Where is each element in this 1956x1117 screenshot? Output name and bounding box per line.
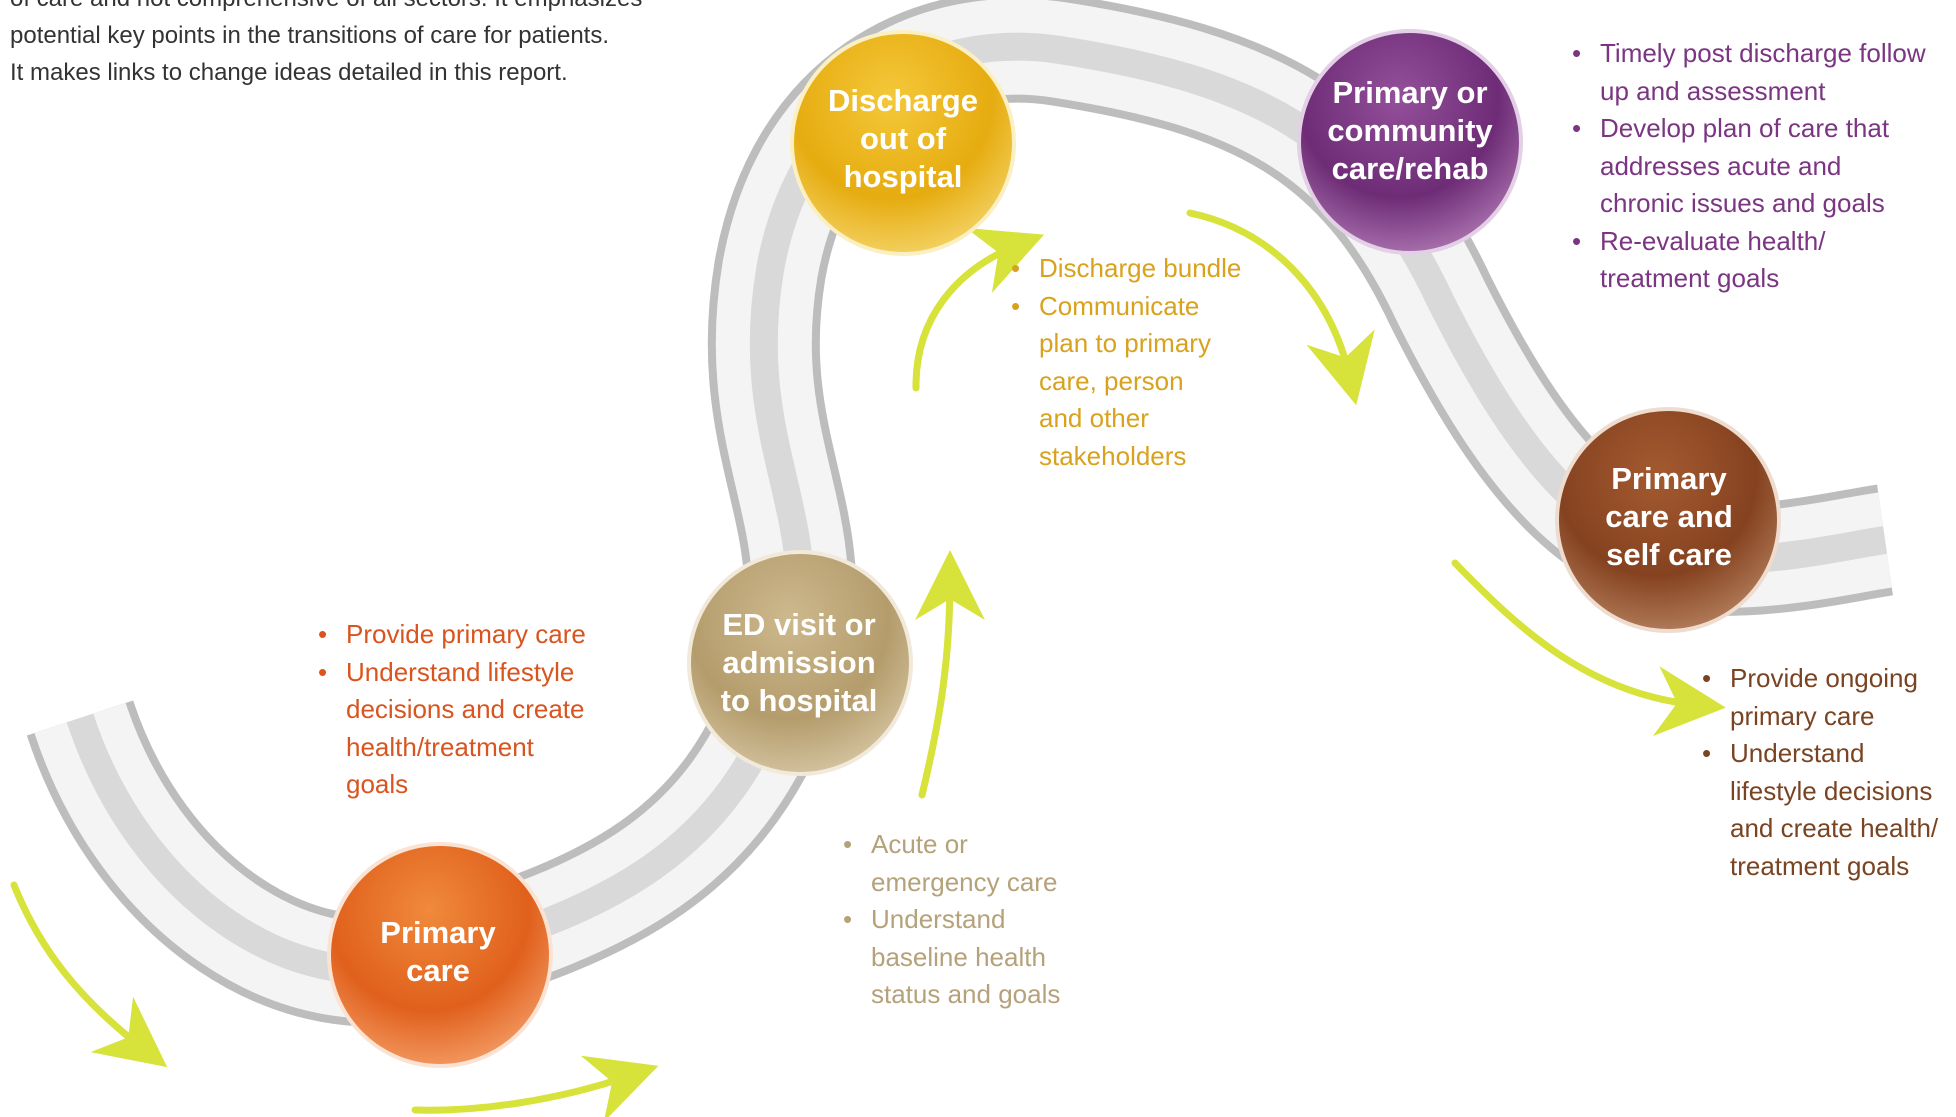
- intro-line: of care and not comprehensive of all sec…: [10, 0, 730, 17]
- bullet-line: treatment goals: [1730, 850, 1910, 881]
- bullet-item: Discharge bundle: [1011, 250, 1241, 288]
- bullet-line: Develop plan of care that: [1600, 113, 1890, 143]
- node-label-line: Discharge: [828, 83, 978, 118]
- node-circle-self-care: [1555, 407, 1781, 633]
- node-label-line: admission: [722, 645, 876, 680]
- bullet-line: and create health/: [1730, 813, 1939, 843]
- intro-text: of care and not comprehensive of all sec…: [10, 0, 730, 91]
- node-label-line: Primary: [1611, 461, 1727, 496]
- node-label-line: out of: [859, 121, 947, 156]
- bullet-line: Timely post discharge follow: [1600, 38, 1926, 68]
- bullet-line: chronic issues and goals: [1600, 188, 1885, 218]
- bullet-item: Understand baseline health status and go…: [843, 901, 1060, 1014]
- bullet-item: Timely post discharge follow up and asse…: [1572, 35, 1926, 110]
- node-label-line: hospital: [843, 159, 963, 194]
- bullet-line: addresses acute and: [1600, 150, 1842, 181]
- bullet-line: Re-evaluate health/: [1600, 225, 1826, 256]
- node-label-line: care: [406, 953, 470, 988]
- intro-line: potential key points in the transitions …: [10, 22, 610, 49]
- node-label-line: ED visit or: [722, 607, 876, 642]
- node-label-ed-visit: ED visit or admission to hospital: [721, 606, 878, 720]
- bullet-line: lifestyle decisions: [1730, 775, 1933, 806]
- bullet-line: stakeholders: [1039, 440, 1187, 471]
- bullet-line: health/treatment: [346, 731, 534, 762]
- bullet-line: Provide ongoing: [1730, 663, 1918, 693]
- bullet-line: and other: [1039, 403, 1149, 433]
- bullet-item: Develop plan of care that addresses acut…: [1572, 110, 1926, 223]
- bullet-item: Acute or emergency care: [843, 826, 1060, 901]
- bullet-line: plan to primary: [1039, 328, 1211, 358]
- bullet-line: Understand: [871, 904, 1006, 934]
- bullet-line: baseline health: [871, 941, 1046, 972]
- bullet-line: goals: [346, 769, 409, 799]
- bullet-list-ed-visit: Acute or emergency care Understand basel…: [843, 826, 1060, 1014]
- bullet-line: emergency care: [871, 866, 1058, 897]
- flow-arrow: [914, 550, 985, 799]
- bullet-list-community-care: Timely post discharge follow up and asse…: [1572, 35, 1926, 298]
- flow-arrow: [1186, 209, 1375, 406]
- care-nodes: [327, 29, 1781, 1068]
- bullet-line: care, person: [1039, 365, 1184, 396]
- node-circle-community-care: [1297, 29, 1523, 255]
- bullet-line: primary care: [1730, 700, 1875, 731]
- bullet-line: status and goals: [871, 979, 1061, 1009]
- node-label-self-care: Primary care and self care: [1605, 460, 1733, 574]
- bullet-line: decisions and create: [346, 694, 585, 724]
- flow-arrow: [1451, 559, 1726, 736]
- bullet-item: Provide primary care: [318, 616, 586, 654]
- bullet-line: treatment goals: [1600, 263, 1780, 293]
- bullet-list-discharge: Discharge bundle Communicate plan to pri…: [1011, 250, 1241, 475]
- node-label-primary-care: Primary care: [380, 914, 495, 990]
- flow-arrow: [411, 1055, 659, 1117]
- bullet-list-primary-care: Provide primary care Understand lifestyl…: [318, 616, 586, 804]
- bullet-item: Communicate plan to primary care, person…: [1011, 288, 1241, 476]
- bullet-item: Provide ongoing primary care: [1702, 660, 1938, 735]
- node-label-line: community: [1327, 113, 1493, 148]
- node-label-community-care: Primary or community care/rehab: [1327, 74, 1492, 188]
- bullet-line: Acute or: [871, 829, 968, 859]
- node-label-discharge: Discharge out of hospital: [828, 82, 978, 196]
- flow-arrow: [912, 227, 1045, 392]
- flow-arrows: [10, 209, 1726, 1117]
- node-label-line: care and: [1605, 499, 1733, 534]
- bullet-line: up and assessment: [1600, 75, 1826, 106]
- flow-arrow: [10, 881, 168, 1068]
- intro-line: It makes links to change ideas detailed …: [10, 59, 568, 86]
- node-label-line: Primary: [380, 915, 496, 950]
- bullet-line: Discharge bundle: [1039, 253, 1242, 283]
- node-label-line: care/rehab: [1331, 151, 1489, 186]
- node-label-line: Primary or: [1332, 75, 1488, 110]
- bullet-line: Provide primary care: [346, 619, 586, 649]
- bullet-line: Understand lifestyle: [346, 656, 575, 687]
- node-circle-ed-visit: [687, 550, 913, 776]
- bullet-item: Understand lifestyle decisions and creat…: [1702, 735, 1938, 885]
- node-label-line: self care: [1606, 537, 1732, 572]
- bullet-item: Understand lifestyle decisions and creat…: [318, 654, 586, 804]
- bullet-line: Communicate: [1039, 290, 1200, 321]
- bullet-list-self-care: Provide ongoing primary care Understand …: [1702, 660, 1938, 885]
- node-label-line: to hospital: [720, 683, 878, 718]
- node-circle-primary-care: [327, 842, 553, 1068]
- bullet-line: Understand: [1730, 738, 1865, 768]
- node-circle-discharge: [790, 30, 1016, 256]
- bullet-item: Re-evaluate health/ treatment goals: [1572, 223, 1926, 298]
